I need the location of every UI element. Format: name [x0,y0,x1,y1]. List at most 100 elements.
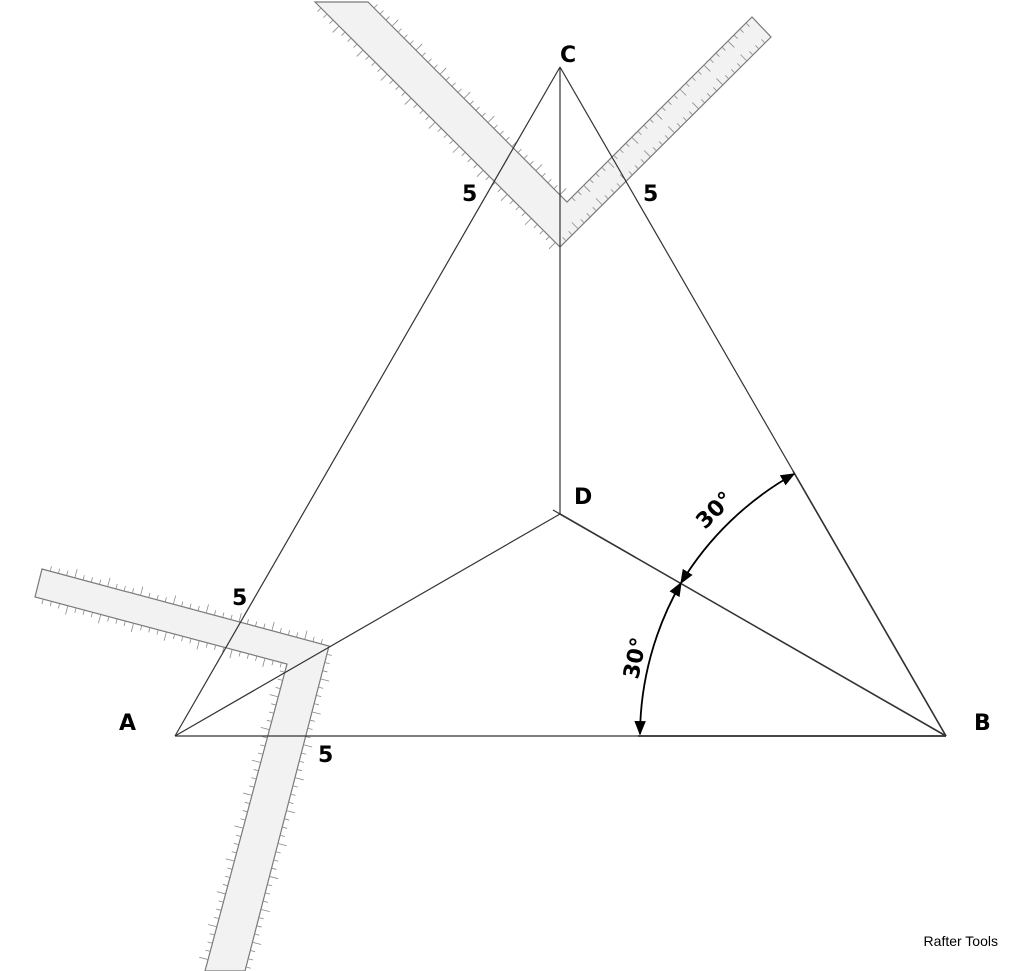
ruler-tick [66,570,69,576]
ruler-tick [428,121,436,129]
ruler-tick [230,614,233,620]
ruler-tick [181,601,184,607]
ruler-tick [580,219,585,224]
ruler-tick [610,189,615,194]
ruler-tick [205,604,209,614]
ruler-tick [637,130,642,136]
ruler-tick [65,605,69,615]
ruler-tick [318,686,324,689]
measure-ac: 5 [232,586,247,611]
ruler-tick [296,769,303,772]
ruler-tick [140,625,143,631]
ruler-tick [304,630,308,640]
ruler-tick [156,594,159,600]
ruler-tick [290,793,296,796]
ruler-tick [251,777,257,780]
ruler-tick [403,34,408,39]
ruler-tick [286,810,296,814]
ruler-tick [90,612,93,618]
ruler-tick [244,801,250,804]
ruler-tick [255,655,258,661]
ruler-tick [583,185,591,192]
ruler-tick [493,124,498,129]
ruler-tick [586,213,591,218]
ruler-tick [592,207,597,212]
ruler-tick [74,607,77,613]
ruler-tick [251,759,261,763]
ruler-tick [451,82,456,87]
ruler-tick [700,99,706,104]
ruler-tick [311,711,321,715]
ruler-tick [115,583,118,589]
ruler-tick [619,148,624,154]
measure-cb: 5 [643,182,658,207]
point-label-c: C [560,43,576,68]
ruler-tick [254,933,260,936]
ruler-tick [49,601,52,607]
ruler-tick [214,644,217,650]
ruler-tick [123,620,126,626]
ruler-tick [595,198,603,206]
ruler-tick [497,188,502,193]
ruler-tick [529,160,534,165]
ruler-tick [616,183,621,188]
ruler-tick [252,941,262,945]
ruler-tick [271,660,274,666]
ruler-tick [643,124,648,130]
ruler-tick [277,843,287,847]
ruler-tick [481,112,486,117]
ruler-tick [625,142,630,148]
ruler-tick [279,834,286,837]
ruler-tick [427,58,432,63]
ruler-tick [385,16,390,21]
ruler-tick [761,39,766,44]
ruler-tick [541,172,546,178]
ruler-tick [449,139,454,145]
top-square [313,1,772,248]
ruler-tick [312,636,315,642]
ruler-tick [256,925,262,928]
ruler-tick [82,575,85,581]
ruler-tick [727,40,735,48]
ruler-tick [172,634,176,640]
ruler-tick [404,97,412,105]
ruler-tick [389,79,394,84]
ruler-tick [679,88,687,96]
ruler-tick [356,49,364,57]
ruler-tick [548,242,556,250]
ruler-tick [433,64,438,69]
line-ac [174,66,561,737]
framing-squares [34,1,772,971]
ruler-tick [231,851,237,854]
ruler-tick [225,875,231,878]
ruler-tick [353,43,358,48]
ruler-tick [236,834,242,837]
ruler-tick [131,588,134,594]
ruler-tick [533,224,538,229]
line-bc-thick [792,470,947,737]
ruler-tick [445,76,450,81]
ruler-tick [238,613,242,622]
ruler-tick [243,792,253,796]
ruler-tick [263,623,266,629]
ruler-tick [380,73,388,81]
ruler-tick [676,123,681,128]
ruler-tick [268,711,274,714]
ruler-tick [197,605,200,611]
ruler-tick [163,631,167,641]
ruler-tick [242,810,248,813]
ruler-tick [123,586,126,592]
ruler-tick [275,851,281,854]
ruler-tick [731,69,736,74]
ruler-tick [688,111,693,116]
ruler-tick [266,719,272,722]
ruler-tick [288,801,294,805]
ruler-tick [269,876,279,880]
angle-label-upper: 30° [692,487,739,534]
ruler-tick [320,638,323,644]
ruler-tick [240,818,246,821]
ruler-tick [661,106,666,111]
ruler-tick [260,908,270,912]
ruler-tick [469,100,474,105]
ruler-tick [437,127,442,133]
